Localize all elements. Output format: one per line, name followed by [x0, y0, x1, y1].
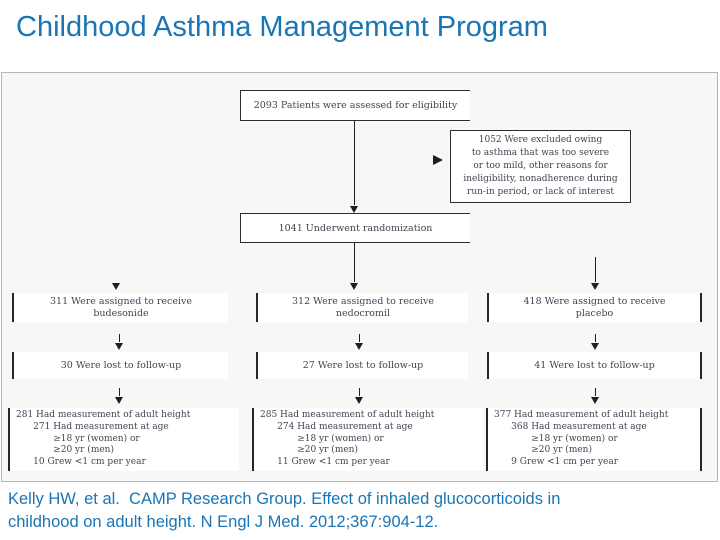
citation: Kelly HW, et al. CAMP Research Group. Ef…: [8, 490, 561, 531]
box-assigned-placebo: 418 Were assigned to receive placebo: [487, 293, 702, 322]
arrowhead-down-icon: [355, 343, 363, 350]
arrowhead-down-icon: [355, 397, 363, 404]
arrowhead-down-icon: [591, 283, 599, 290]
arrowhead-right-icon: [433, 155, 443, 165]
arrowhead-down-icon: [591, 397, 599, 404]
arrowhead-down-icon: [350, 206, 358, 213]
connector-randomized-to-placebo: [595, 257, 596, 282]
arrowhead-down-icon: [350, 283, 358, 290]
arrowhead-down-icon: [115, 343, 123, 350]
page-title: Childhood Asthma Management Program: [16, 11, 548, 43]
box-assigned-nedocromil-text: 312 Were assigned to receive nedocromil: [291, 295, 434, 319]
box-lost-nedocromil: 27 Were lost to follow-up: [256, 352, 468, 379]
box-assigned-nedocromil: 312 Were assigned to receive nedocromil: [256, 293, 468, 322]
connector-randomized-to-nedocromil: [354, 243, 355, 282]
connector-nedocromil-to-lost: [359, 334, 360, 342]
box-excluded-text: 1052 Were excluded owing to asthma that …: [463, 135, 618, 197]
connector-budesonide-to-lost: [119, 334, 120, 342]
box-lost-placebo: 41 Were lost to follow-up: [487, 352, 702, 379]
box-excluded: 1052 Were excluded owing to asthma that …: [450, 130, 631, 203]
arrowhead-down-icon: [112, 283, 120, 290]
connector-assessed-to-randomized: [354, 121, 355, 205]
box-assigned-budesonide: 311 Were assigned to receive budesonide: [12, 293, 228, 322]
arrowhead-down-icon: [591, 343, 599, 350]
box-lost-budesonide-text: 30 Were lost to follow-up: [60, 360, 182, 371]
box-outcome-nedocromil: 285 Had measurement of adult height 274 …: [252, 408, 483, 471]
box-lost-nedocromil-text: 27 Were lost to follow-up: [302, 360, 424, 371]
connector-placebo-to-lost: [595, 334, 596, 342]
box-lost-budesonide: 30 Were lost to follow-up: [12, 352, 228, 379]
box-assessed-eligibility: 2093 Patients were assessed for eligibil…: [240, 90, 470, 121]
box-outcome-placebo: 377 Had measurement of adult height 368 …: [486, 408, 702, 471]
box-lost-placebo-text: 41 Were lost to follow-up: [534, 360, 655, 371]
arrowhead-down-icon: [115, 397, 123, 404]
connector-placebo-to-outcome: [595, 388, 596, 396]
box-outcome-budesonide-text: 281 Had measurement of adult height 271 …: [16, 410, 191, 468]
box-outcome-placebo-text: 377 Had measurement of adult height 368 …: [494, 410, 669, 468]
box-assigned-budesonide-text: 311 Were assigned to receive budesonide: [49, 295, 192, 319]
box-assessed-text: 2093 Patients were assessed for eligibil…: [253, 100, 458, 111]
box-randomized: 1041 Underwent randomization: [240, 213, 470, 243]
connector-budesonide-to-outcome: [119, 388, 120, 396]
connector-nedocromil-to-outcome: [359, 388, 360, 396]
box-randomized-text: 1041 Underwent randomization: [278, 222, 433, 234]
box-assigned-placebo-text: 418 Were assigned to receive placebo: [523, 295, 666, 319]
box-outcome-budesonide: 281 Had measurement of adult height 271 …: [8, 408, 239, 471]
box-outcome-nedocromil-text: 285 Had measurement of adult height 274 …: [260, 410, 435, 468]
